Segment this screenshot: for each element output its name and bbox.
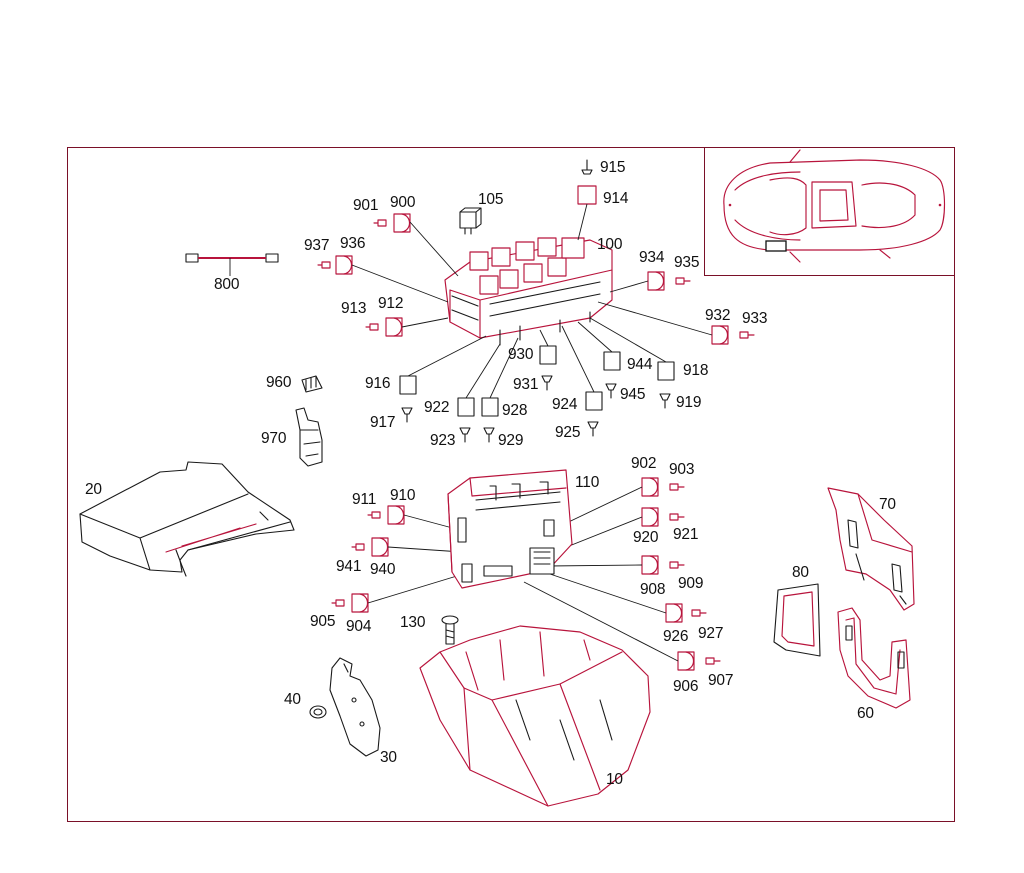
vehicle-outline-inset xyxy=(723,149,946,263)
label-part-918: 918 xyxy=(683,362,709,379)
label-part-912: 912 xyxy=(378,295,404,312)
label-part-920: 920 xyxy=(633,529,659,546)
label-part-80: 80 xyxy=(792,564,809,581)
label-part-911: 911 xyxy=(352,491,377,508)
label-part-100: 100 xyxy=(597,236,623,253)
label-part-926: 926 xyxy=(663,628,689,645)
label-part-915: 915 xyxy=(600,159,626,176)
label-part-917: 917 xyxy=(370,414,396,431)
part-80-seal xyxy=(773,583,821,657)
part-40-nut xyxy=(309,705,327,719)
connector-symbols xyxy=(317,159,755,671)
label-part-941: 941 xyxy=(336,558,362,575)
label-part-913: 913 xyxy=(341,300,367,317)
label-part-923: 923 xyxy=(430,432,456,449)
label-part-935: 935 xyxy=(674,254,700,271)
label-part-909: 909 xyxy=(678,575,704,592)
label-part-914: 914 xyxy=(603,190,629,207)
part-100-fuse-relay-box xyxy=(444,237,613,346)
label-part-901: 901 xyxy=(353,197,379,214)
label-part-916: 916 xyxy=(365,375,391,392)
part-20-cover xyxy=(79,461,295,577)
label-part-110: 110 xyxy=(575,474,600,491)
label-part-907: 907 xyxy=(708,672,734,689)
label-part-20: 20 xyxy=(85,481,102,498)
vehicle-location-inset xyxy=(704,147,955,276)
label-part-40: 40 xyxy=(284,691,301,708)
label-part-910: 910 xyxy=(390,487,416,504)
label-part-970: 970 xyxy=(261,430,287,447)
label-part-908: 908 xyxy=(640,581,666,598)
label-part-937: 937 xyxy=(304,237,330,254)
label-part-904: 904 xyxy=(346,618,372,635)
part-10-housing xyxy=(419,625,651,807)
label-part-800: 800 xyxy=(214,276,240,293)
part-60-gasket xyxy=(837,607,911,709)
label-part-924: 924 xyxy=(552,396,578,413)
label-part-130: 130 xyxy=(400,614,426,631)
label-part-944: 944 xyxy=(627,356,653,373)
part-130-screw xyxy=(441,615,459,645)
diagram-frame xyxy=(67,147,955,822)
label-part-945: 945 xyxy=(620,386,646,403)
label-part-928: 928 xyxy=(502,402,528,419)
label-part-70: 70 xyxy=(879,496,896,513)
label-part-960: 960 xyxy=(266,374,292,391)
label-part-902: 902 xyxy=(631,455,657,472)
label-part-936: 936 xyxy=(340,235,366,252)
part-110-control-module xyxy=(447,469,573,589)
label-part-105: 105 xyxy=(478,191,504,208)
part-70-cover-piece xyxy=(827,487,915,611)
label-part-925: 925 xyxy=(555,424,581,441)
label-part-906: 906 xyxy=(673,678,699,695)
label-part-930: 930 xyxy=(508,346,534,363)
label-part-30: 30 xyxy=(380,749,397,766)
label-part-931: 931 xyxy=(513,376,539,393)
label-part-921: 921 xyxy=(673,526,699,543)
label-part-929: 929 xyxy=(498,432,524,449)
label-part-922: 922 xyxy=(424,399,450,416)
part-30-bracket xyxy=(329,657,381,757)
part-800-cable xyxy=(185,253,279,276)
label-part-933: 933 xyxy=(742,310,768,327)
label-part-919: 919 xyxy=(676,394,702,411)
part-105-relay xyxy=(459,207,482,235)
label-part-927: 927 xyxy=(698,625,724,642)
label-part-900: 900 xyxy=(390,194,416,211)
label-part-60: 60 xyxy=(857,705,874,722)
label-part-903: 903 xyxy=(669,461,695,478)
label-part-940: 940 xyxy=(370,561,396,578)
label-part-905: 905 xyxy=(310,613,336,630)
label-part-932: 932 xyxy=(705,307,731,324)
part-960-clip xyxy=(301,375,323,393)
label-part-10: 10 xyxy=(606,771,623,788)
label-part-934: 934 xyxy=(639,249,665,266)
part-970-bracket xyxy=(295,407,323,467)
